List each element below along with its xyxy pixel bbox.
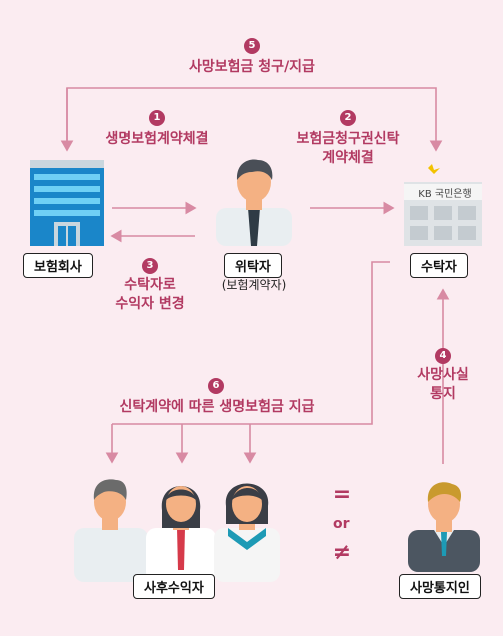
truster-sub-label: (보험계약자): [221, 278, 287, 292]
beneficiaries-group-icon: [74, 479, 280, 582]
bank-sign: KB 국민은행: [418, 189, 472, 200]
bank-building-icon: [404, 164, 482, 246]
step-5-text: 사망보험금 청구/지급: [189, 59, 315, 75]
trustee-label: 수탁자: [410, 253, 468, 278]
step-6-badge: 6: [208, 378, 224, 394]
step-3-badge: 3: [142, 258, 158, 274]
step-5-badge: 5: [244, 38, 260, 54]
step-1-text: 생명보험계약체결: [105, 131, 209, 147]
step-2-badge: 2: [340, 110, 356, 126]
or-text: or: [333, 516, 350, 532]
step-4-badge: 4: [435, 348, 451, 364]
notifier-person-icon: [408, 482, 480, 572]
truster-person-icon: [216, 159, 292, 246]
not-equal-symbol: ≠: [332, 540, 352, 565]
notifier-label: 사망통지인: [399, 574, 481, 599]
arrow-trustee-to-beneficiaries: [112, 261, 390, 425]
insurance-building-icon: [30, 160, 104, 246]
equal-symbol: =: [332, 482, 352, 507]
beneficiaries-label: 사후수익자: [133, 574, 215, 599]
step-6-text: 신탁계약에 따른 생명보험금 지급: [119, 399, 315, 415]
insurer-label: 보험회사: [23, 253, 93, 278]
truster-label: 위탁자: [224, 253, 282, 278]
kb-star-icon: [428, 164, 440, 174]
step-1-badge: 1: [149, 110, 165, 126]
